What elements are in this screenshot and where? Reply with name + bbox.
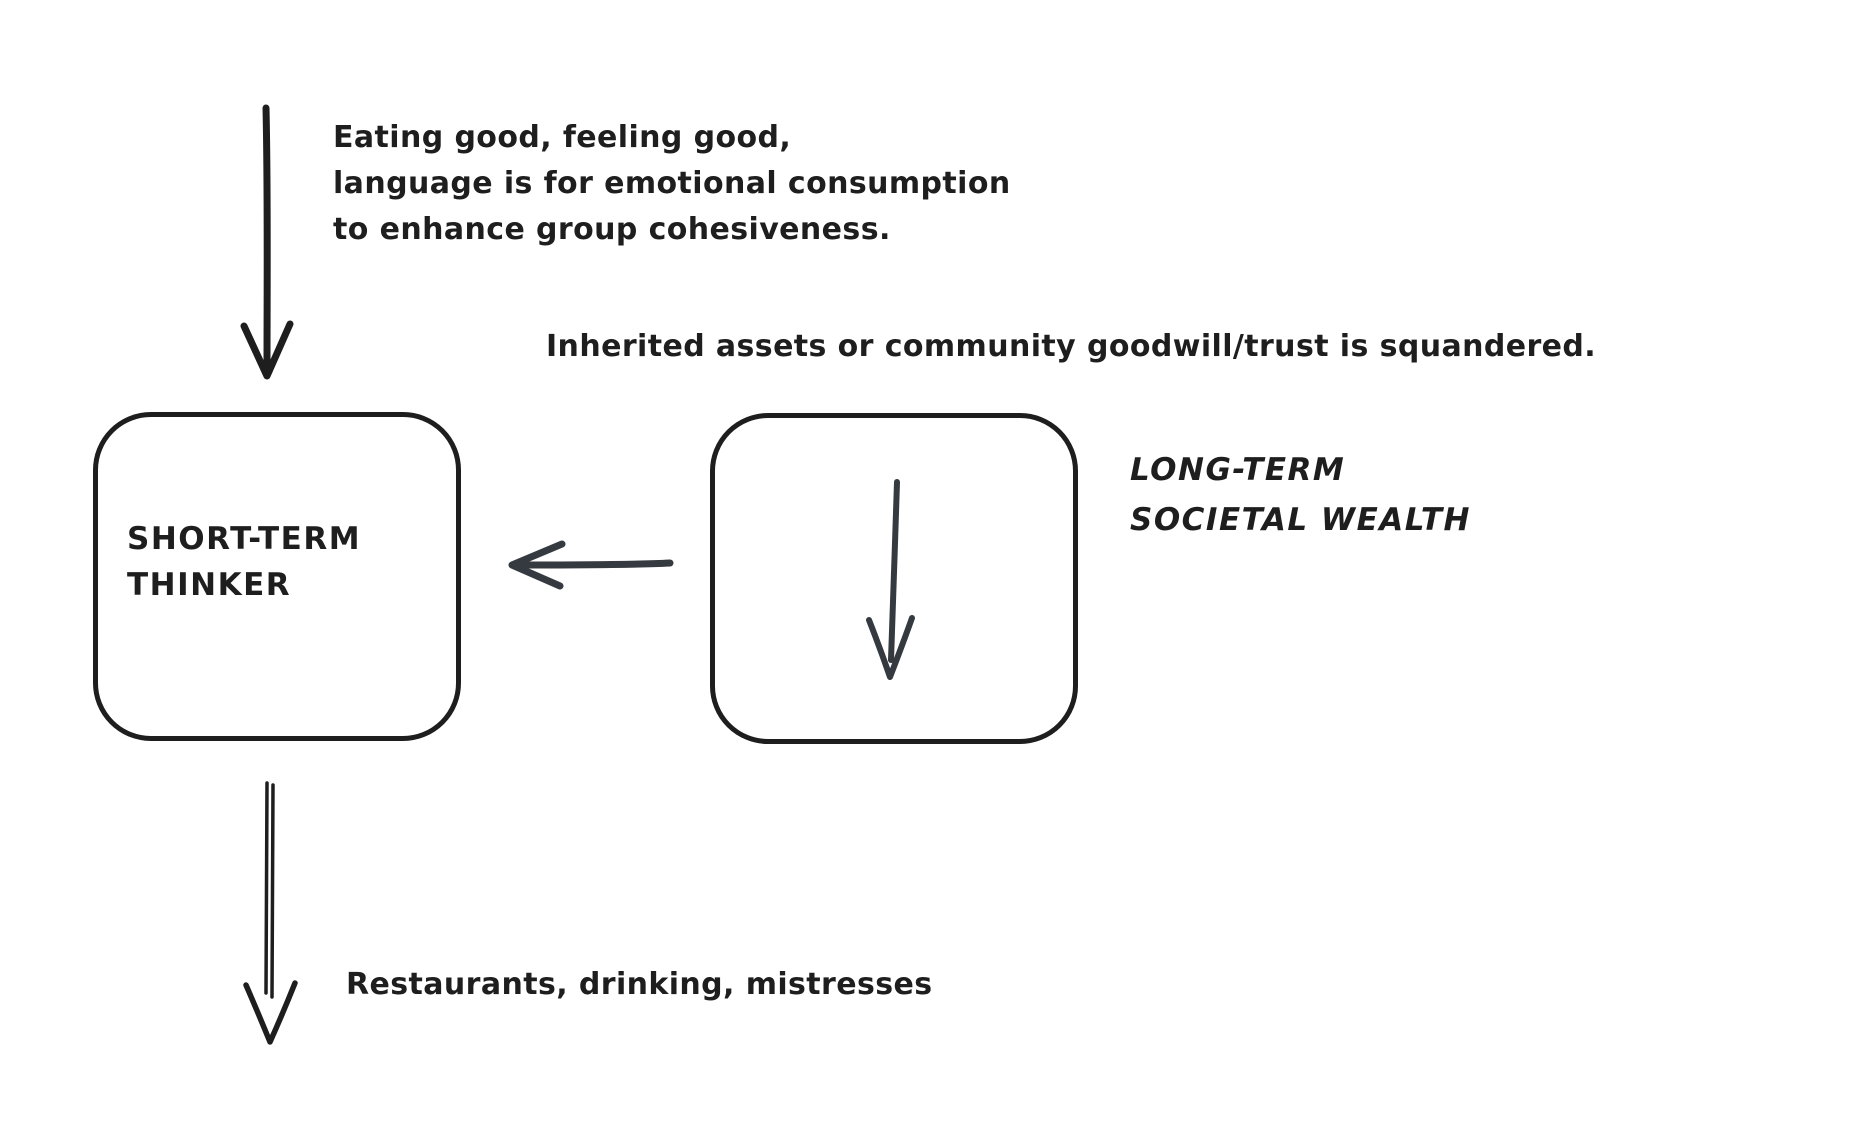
wealth-to-thinker-left-arrow-icon [508, 540, 674, 590]
eating-note-text: Eating good, feeling good, language is f… [333, 120, 1011, 247]
decline-arrow-head [866, 615, 915, 680]
squander-note-text: Inherited assets or community goodwill/t… [546, 329, 1597, 364]
top-down-arrow-icon [240, 104, 294, 380]
spending-arrow-shaft-1 [264, 781, 269, 995]
top-down-arrow-head [240, 320, 294, 380]
top-down-arrow-shaft [262, 104, 271, 376]
left-arrow-shaft [510, 559, 674, 569]
spending-arrow-head [243, 980, 298, 1045]
decline-arrow-shaft [888, 479, 900, 663]
spending-note-text: Restaurants, drinking, mistresses [346, 967, 933, 1002]
spending-down-arrow-icon [243, 781, 298, 1045]
short-term-thinker-label: SHORT-TERM THINKER [127, 521, 362, 603]
short-term-thinker-box [93, 412, 461, 741]
societal-wealth-box [710, 413, 1078, 744]
spending-arrow-shaft-2 [270, 783, 275, 999]
long-term-societal-wealth-label: LONG-TERM SOCIETAL WEALTH [1130, 452, 1471, 538]
wealth-decline-down-arrow-icon [866, 479, 915, 680]
left-arrow-head [508, 540, 566, 590]
